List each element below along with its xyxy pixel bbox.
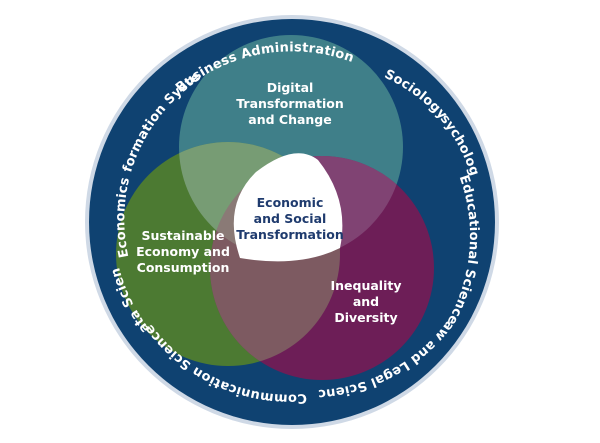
sustainable-label-line-2: Economy and (136, 244, 230, 259)
sustainable-label-line-3: Consumption (137, 260, 230, 275)
digital-label-line-3: and Change (248, 112, 331, 127)
inequality-diversity-label: Inequality and Diversity (330, 278, 401, 325)
digital-transformation-label: Digital Transformation and Change (236, 80, 344, 127)
inequality-label-line-2: and (353, 294, 379, 309)
center-area (233, 153, 343, 262)
inequality-label-line-1: Inequality (330, 278, 401, 293)
digital-label-line-1: Digital (267, 80, 314, 95)
sustainable-economy-label: Sustainable Economy and Consumption (136, 228, 230, 275)
center-label-line-3: Transformation (236, 227, 344, 242)
inequality-label-line-3: Diversity (334, 310, 397, 325)
ring-label-economics: Economics (113, 176, 133, 259)
digital-label-line-2: Transformation (236, 96, 344, 111)
center-label: Economic and Social Transformation (236, 195, 344, 242)
center-label-line-2: and Social (254, 211, 327, 226)
sustainable-label-line-1: Sustainable (141, 228, 224, 243)
center-label-line-1: Economic (257, 195, 324, 210)
